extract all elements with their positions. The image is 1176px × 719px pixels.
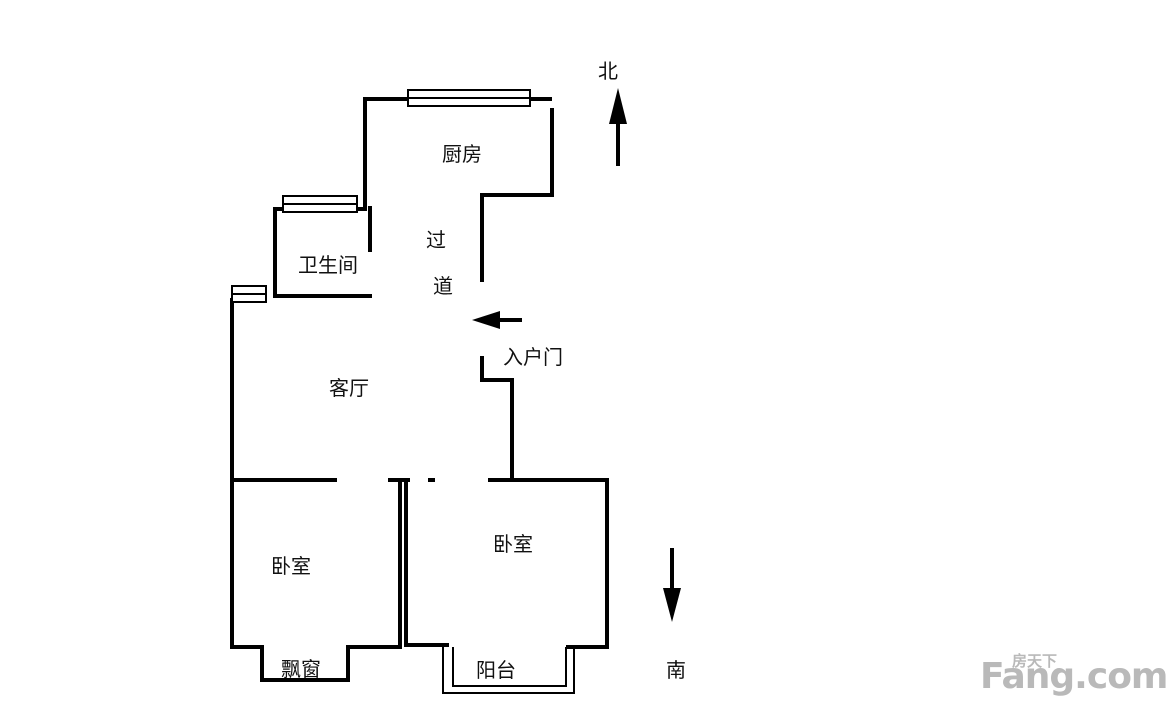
watermark-top: 房天下 <box>1012 652 1058 670</box>
balcony-walls <box>442 647 575 694</box>
corridor-label-1: 过 <box>426 228 446 252</box>
corridor-label-2: 道 <box>433 274 453 298</box>
kitchen-label: 厨房 <box>442 142 482 166</box>
south-arrow-icon <box>663 548 681 622</box>
bedroom-left-label: 卧室 <box>271 554 311 578</box>
north-arrow-icon <box>609 88 627 166</box>
bedroom-right-label: 卧室 <box>493 532 533 556</box>
bathroom-label: 卫生间 <box>298 253 358 277</box>
entrance-label: 入户门 <box>503 345 563 369</box>
north-label: 北 <box>598 59 618 83</box>
walls <box>230 97 609 682</box>
entrance-arrow-icon <box>472 311 522 329</box>
living-room-label: 客厅 <box>329 376 369 400</box>
windows <box>231 89 531 303</box>
bay-window-label: 飘窗 <box>281 657 321 681</box>
watermark-main: Fang.com <box>980 656 1168 697</box>
balcony-label: 阳台 <box>476 658 516 682</box>
south-label: 南 <box>666 658 686 682</box>
